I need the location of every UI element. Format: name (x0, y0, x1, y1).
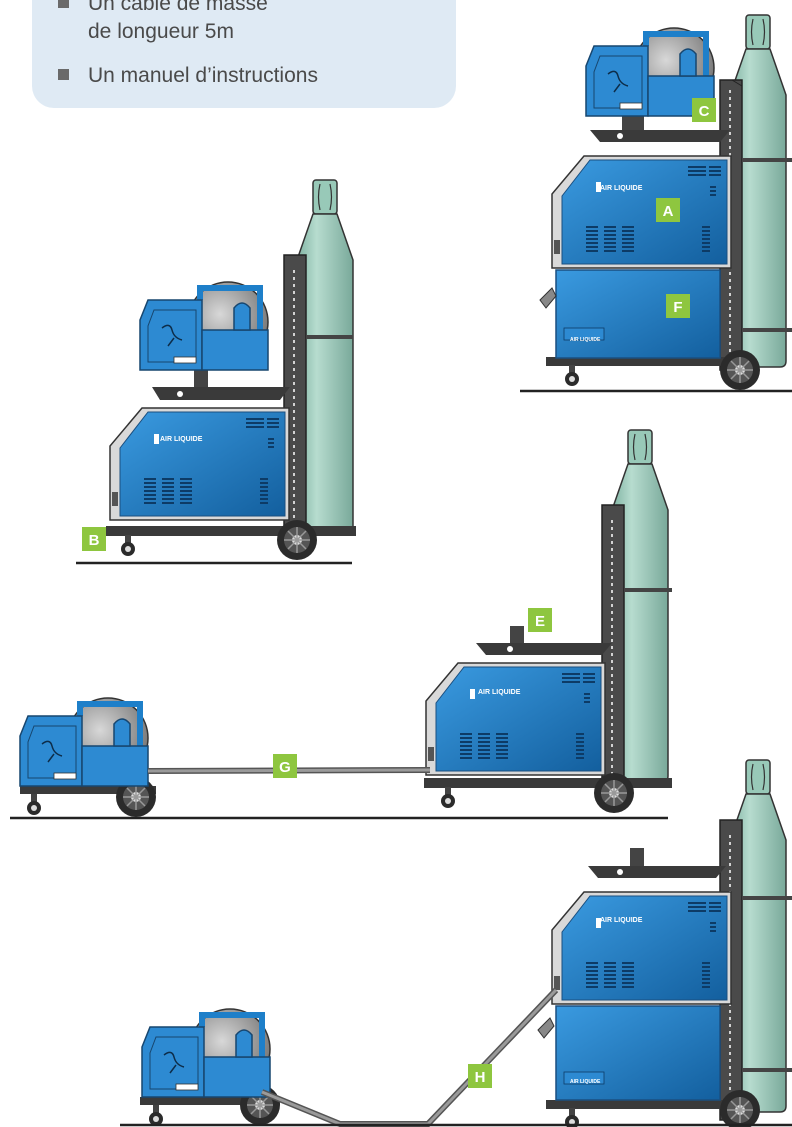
label-f: F (666, 294, 690, 318)
label-g: G (273, 754, 297, 778)
label-e-text: E (535, 613, 545, 630)
config-bottom: AIR LIQUIDE AIR LIQUIDE (120, 760, 792, 1127)
brand-logo-e: AIR LIQUIDE (570, 1079, 601, 1085)
config-mid-left: AIR LIQUIDE (76, 180, 356, 563)
label-e: E (528, 608, 552, 632)
label-b: B (82, 527, 106, 551)
brand-logo-f: AIR LIQUIDE (570, 337, 601, 343)
label-c: C (692, 98, 716, 122)
label-a-text: A (663, 203, 674, 220)
label-b-text: B (89, 532, 100, 549)
brand-logo-b: AIR LIQUIDE (160, 436, 203, 443)
label-f-text: F (673, 299, 682, 316)
label-h: H (468, 1064, 492, 1088)
brand-logo-d: AIR LIQUIDE (600, 917, 643, 924)
brand-logo-c: AIR LIQUIDE (478, 689, 521, 696)
brand-logo-a: AIR LIQUIDE (600, 185, 643, 192)
label-c-text: C (699, 103, 710, 120)
label-g-text: G (279, 759, 291, 776)
label-a: A (656, 198, 680, 222)
label-h-text: H (475, 1069, 486, 1086)
